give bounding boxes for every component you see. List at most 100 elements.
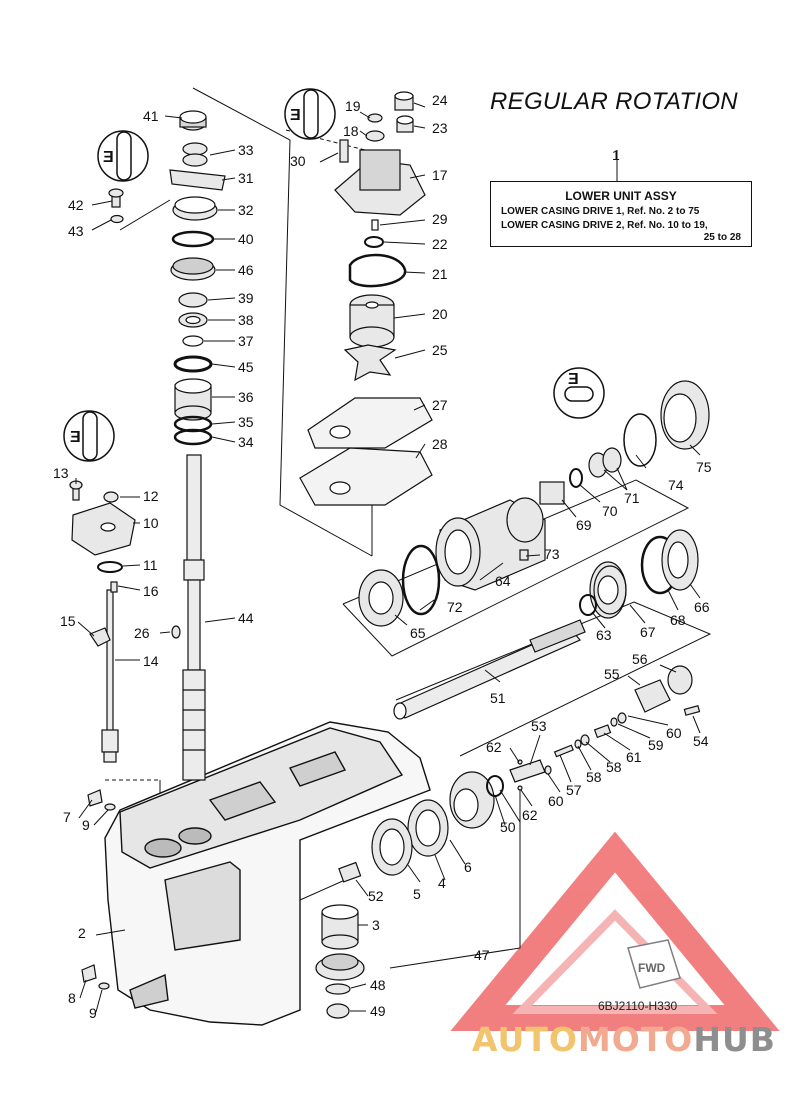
callout-labels: 2 3 4 5 6 7 8 9 9 10 11 12 13 14 15 16 1… [53, 92, 712, 1021]
callout-30: 30 [290, 153, 306, 169]
callout-19: 19 [345, 98, 361, 114]
lower-casing [104, 721, 431, 1026]
assembly-info-box: LOWER UNIT ASSY LOWER CASING DRIVE 1, Re… [490, 181, 752, 247]
gear-bearing-group [315, 565, 627, 1019]
callout-36: 36 [238, 389, 254, 405]
callout-59: 59 [648, 737, 664, 753]
water-pump-group [299, 91, 433, 506]
callout-2: 2 [78, 925, 86, 941]
watermark-brand: AUTOMOTOHUB [472, 1020, 776, 1059]
callout-65: 65 [410, 625, 426, 641]
callout-46: 46 [238, 262, 254, 278]
shift-rod [101, 589, 119, 763]
callout-68: 68 [670, 612, 686, 628]
callout-39: 39 [238, 290, 254, 306]
callout-22: 22 [432, 236, 448, 252]
callout-56: 56 [632, 651, 648, 667]
callout-62b: 62 [522, 807, 538, 823]
watermark-fwd-text: FWD [638, 961, 666, 975]
callout-25: 25 [432, 342, 448, 358]
callout-18: 18 [343, 123, 359, 139]
callout-74: 74 [668, 477, 684, 493]
callout-69: 69 [576, 517, 592, 533]
callout-20: 20 [432, 306, 448, 322]
callout-60a: 60 [666, 725, 682, 741]
callout-33a: 33 [238, 142, 254, 158]
lubrication-symbols [63, 88, 605, 462]
callout-54: 54 [693, 733, 709, 749]
callout-45: 45 [238, 359, 254, 375]
callout-32: 32 [238, 202, 254, 218]
callout-10: 10 [143, 515, 159, 531]
callout-21: 21 [432, 266, 448, 282]
callout-42: 42 [68, 197, 84, 213]
callout-5: 5 [413, 886, 421, 902]
callout-9b: 9 [89, 1005, 97, 1021]
assembly-line-2: LOWER CASING DRIVE 2, Ref. No. 10 to 19, [501, 220, 708, 231]
callout-7: 7 [63, 809, 71, 825]
leader-lines [75, 102, 701, 1013]
svg-text:Ǝ: Ǝ [290, 107, 301, 124]
callout-70: 70 [602, 503, 618, 519]
callout-37: 37 [238, 333, 254, 349]
callout-3: 3 [372, 917, 380, 933]
lubrication-symbol-glyphs: Ǝ Ǝ Ǝ Ǝ [70, 107, 579, 446]
callout-43: 43 [68, 223, 84, 239]
shift-linkage [69, 480, 136, 647]
callout-26: 26 [134, 625, 150, 641]
callout-38: 38 [238, 312, 254, 328]
page-title: REGULAR ROTATION [490, 88, 738, 115]
callout-31: 31 [238, 170, 254, 186]
callout-24: 24 [432, 92, 448, 108]
assembly-line-1: LOWER CASING DRIVE 1, Ref. No. 2 to 75 [501, 206, 700, 217]
callout-29: 29 [432, 211, 448, 227]
fasteners [81, 188, 181, 990]
callout-66: 66 [694, 599, 710, 615]
callout-47: 47 [474, 947, 490, 963]
callout-48: 48 [370, 977, 386, 993]
callout-67: 67 [640, 624, 656, 640]
callout-51: 51 [490, 690, 506, 706]
callout-63: 63 [596, 627, 612, 643]
svg-text:Ǝ: Ǝ [103, 149, 114, 166]
callout-9a: 9 [82, 817, 90, 833]
callout-62a: 62 [486, 739, 502, 755]
callout-53: 53 [531, 718, 547, 734]
callout-73: 73 [544, 546, 560, 562]
assembly-line-3: 25 to 28 [703, 232, 741, 243]
callout-50: 50 [500, 819, 516, 835]
watermark-part-3: HUB [693, 1020, 776, 1059]
callout-64: 64 [495, 573, 511, 589]
callout-34: 34 [238, 434, 254, 450]
callout-52: 52 [368, 888, 384, 904]
callout-58b: 58 [606, 759, 622, 775]
watermark-logo: FWD [450, 831, 780, 1031]
callout-12: 12 [143, 488, 159, 504]
svg-text:Ǝ: Ǝ [70, 429, 81, 446]
callout-49: 49 [370, 1003, 386, 1019]
drive-shaft-stack [169, 110, 226, 446]
diagram-code: 6BJ2110-H330 [598, 999, 678, 1013]
watermark-part-2: MOTO [577, 1020, 694, 1059]
shaft-housing-group [358, 380, 710, 627]
callout-16: 16 [143, 583, 159, 599]
callout-4: 4 [438, 875, 446, 891]
callout-6: 6 [464, 859, 472, 875]
callout-40: 40 [238, 231, 254, 247]
callout-27: 27 [432, 397, 448, 413]
callout-71a: 71 [624, 490, 640, 506]
clutch-group [509, 665, 701, 791]
watermark-part-1: AUTO [472, 1020, 578, 1059]
callout-72: 72 [447, 599, 463, 615]
callout-23: 23 [432, 120, 448, 136]
callout-55: 55 [604, 666, 620, 682]
callout-17: 17 [432, 167, 448, 183]
callout-1: 1 [612, 147, 620, 163]
callout-14: 14 [143, 653, 159, 669]
callout-15: 15 [60, 613, 76, 629]
callout-8: 8 [68, 990, 76, 1006]
callout-58a: 58 [586, 769, 602, 785]
callout-75: 75 [696, 459, 712, 475]
